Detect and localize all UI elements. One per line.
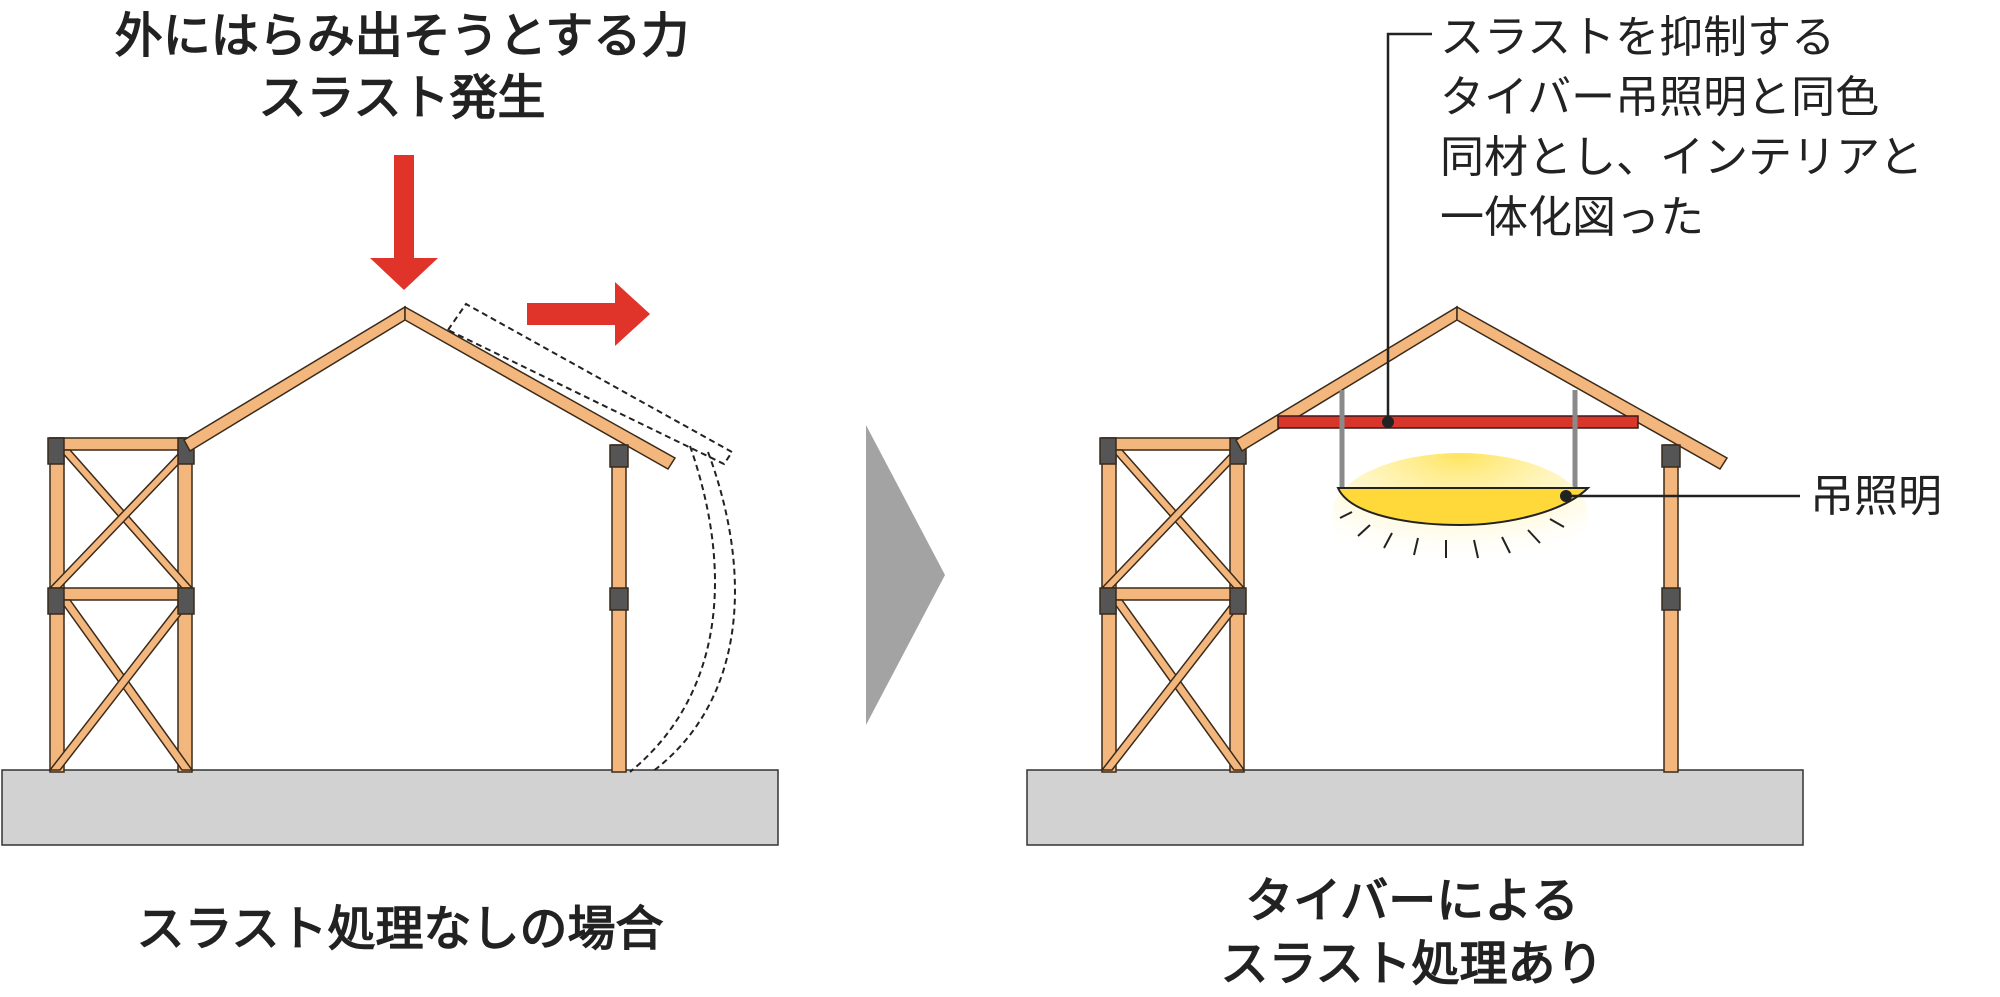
right-caption-line1: タイバーによる [1245,873,1579,929]
lamp-hanger-rods [1339,390,1578,488]
tie-bar-note-line2: タイバー吊照明と同色 [1440,72,1879,123]
lamp-leader-line [1560,490,1800,502]
left-right-post [609,444,629,773]
right-braced-wall [1099,437,1247,773]
right-ground-slab [1026,769,1804,846]
outward-thrust-arrow [527,282,650,346]
left-caption: スラスト処理なしの場合 [136,901,663,957]
tie-bar-leader-line [1382,32,1432,428]
left-deformation-dashed-outline [446,302,736,773]
lamp-label: 吊照明 [1810,471,1942,522]
left-ground-slab [1,769,779,846]
right-panel: スラストを抑制する タイバー吊照明と同色 同材とし、インテリアと 一体化図った … [1026,12,1942,992]
left-braced-wall [47,437,195,773]
right-roof-rafters [1234,305,1729,471]
tie-bar-note-line1: スラストを抑制する [1440,12,1835,63]
left-heading-line1: 外にはらみ出そうとする力 [115,8,690,64]
tie-bar-note-line4: 一体化図った [1440,192,1704,243]
tie-bar [1277,415,1639,429]
downward-force-arrow [370,155,438,290]
tie-bar-note-line3: 同材とし、インテリアと [1440,132,1923,183]
pendant-lamp [1336,487,1591,527]
left-panel: 外にはらみ出そうとする力 スラスト発生 スラスト処理なしの場合 [1,8,779,957]
left-heading-line2: スラスト発生 [258,70,545,126]
right-right-post [1661,444,1681,773]
right-caption-line2: スラスト処理あり [1220,936,1603,992]
lamp-light-rays [1339,511,1565,559]
left-roof-rafters [182,305,677,471]
step-arrow [866,425,945,725]
